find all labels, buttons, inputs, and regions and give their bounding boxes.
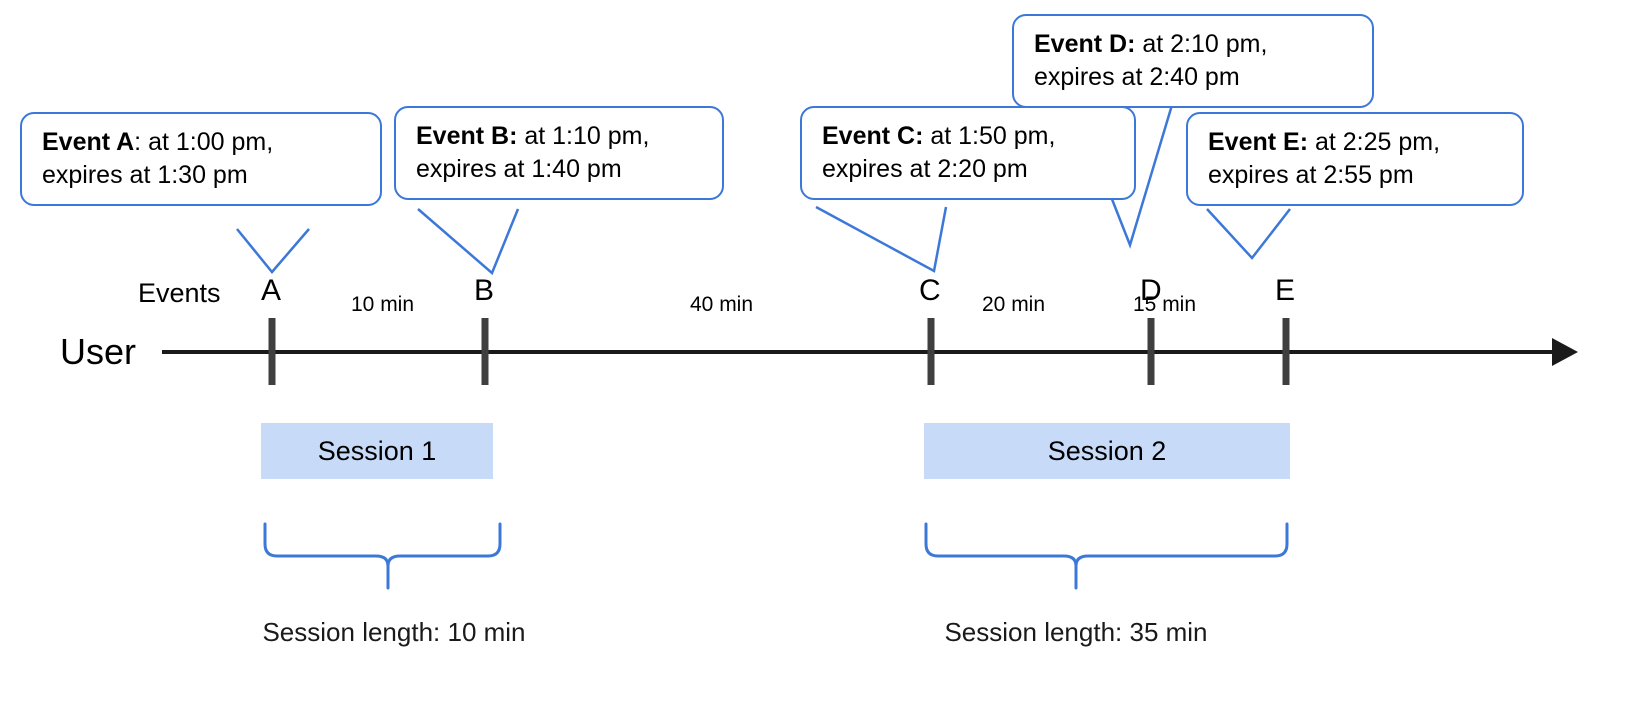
callout-d-text2: expires at 2:40 pm — [1034, 63, 1240, 91]
user-lane-label: User — [60, 331, 137, 372]
callout-a-lead: Event A — [42, 128, 135, 156]
callout-d-lead: Event D: — [1034, 30, 1136, 58]
callout-b-lead: Event B: — [416, 122, 518, 150]
callout-event-a[interactable]: Event A: at 1:00 pm, expires at 1:30 pm — [20, 112, 382, 206]
callout-c-lead: Event C: — [822, 122, 924, 150]
event-tick-marks — [268, 318, 1290, 385]
callout-b-text1: at 1:10 pm, — [524, 122, 650, 150]
callout-a-text2: expires at 1:30 pm — [42, 161, 248, 189]
callout-event-c[interactable]: Event C: at 1:50 pm, expires at 2:20 pm — [800, 106, 1136, 200]
callout-c-line1: Event C: at 1:50 pm, — [822, 120, 1116, 153]
callout-e-text1: at 2:25 pm, — [1314, 128, 1441, 156]
callout-tail-a — [236, 228, 310, 274]
event-letter-c: C — [919, 274, 941, 307]
callout-e-sep — [1308, 128, 1315, 156]
callout-d-text1: at 2:10 pm, — [1142, 30, 1268, 58]
gap-label-c-d: 20 min — [982, 293, 1046, 316]
events-row-label: Events — [138, 278, 221, 308]
event-letter-b: B — [474, 274, 495, 307]
gap-label-a-b: 10 min — [351, 293, 415, 316]
callout-a-line1: Event A: at 1:00 pm, — [42, 126, 362, 159]
callout-d-line1: Event D: at 2:10 pm, — [1034, 28, 1354, 61]
callout-e-line1: Event E: at 2:25 pm, — [1208, 126, 1504, 159]
gap-label-b-c: 40 min — [690, 293, 754, 316]
callout-event-b[interactable]: Event B: at 1:10 pm, expires at 1:40 pm — [394, 106, 724, 200]
event-letter-e: E — [1275, 274, 1296, 307]
session-2-length-label: Session length: 35 min — [944, 617, 1208, 647]
callout-a-text1: at 1:00 pm, — [148, 128, 274, 156]
callout-b-text2: expires at 1:40 pm — [416, 155, 622, 183]
event-letter-d: D — [1140, 274, 1162, 307]
timeline-axis — [162, 338, 1578, 366]
callout-tail-e — [1206, 208, 1291, 260]
callout-e-lead: Event E: — [1208, 128, 1309, 156]
session-1-brace — [263, 522, 502, 590]
session-1-length-label: Session length: 10 min — [262, 617, 526, 647]
callout-c-text1: at 1:50 pm, — [930, 122, 1056, 150]
session-2-brace — [924, 522, 1289, 590]
event-letter-a: A — [261, 274, 282, 307]
callout-b-line1: Event B: at 1:10 pm, — [416, 120, 704, 153]
gap-label-d-e: 15 min — [1133, 293, 1197, 316]
callout-event-e[interactable]: Event E: at 2:25 pm, expires at 2:55 pm — [1186, 112, 1524, 206]
session-bar-2[interactable]: Session 2 — [924, 423, 1290, 479]
session-bar-1[interactable]: Session 1 — [261, 423, 493, 479]
session-bar-2-label: Session 2 — [1047, 435, 1167, 466]
callout-c-text2: expires at 2:20 pm — [822, 155, 1028, 183]
session-bar-1-label: Session 1 — [317, 435, 437, 466]
callout-a-sep: : — [134, 128, 149, 156]
callout-tail-c — [815, 205, 948, 273]
callout-e-text2: expires at 2:55 pm — [1208, 161, 1414, 189]
callout-tail-b — [417, 208, 520, 276]
callout-event-d[interactable]: Event D: at 2:10 pm, expires at 2:40 pm — [1012, 14, 1374, 108]
